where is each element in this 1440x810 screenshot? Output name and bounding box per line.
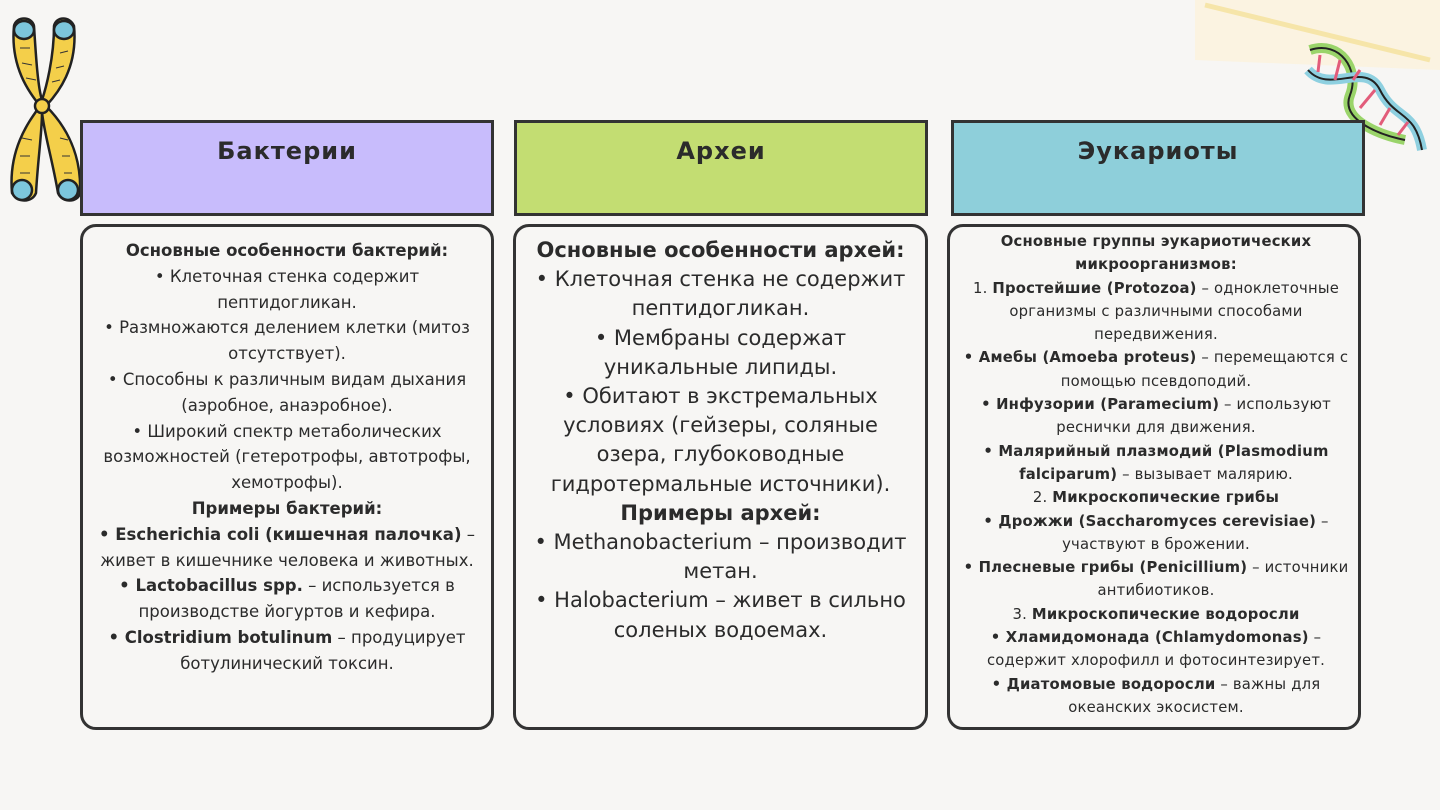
- line-text: – живет в кишечнике человека и животных.: [100, 524, 475, 570]
- text-line: • Мембраны содержат уникальные липиды.: [528, 324, 913, 382]
- line-number: 3.: [1012, 605, 1032, 623]
- line-text: • Широкий спектр метаболических возможно…: [103, 421, 471, 493]
- line-bold: Микроскопические грибы: [1052, 489, 1280, 507]
- line-bold: Примеры бактерий:: [191, 498, 383, 518]
- bacteria-text: Основные особенности бактерий: • Клеточна…: [96, 238, 478, 677]
- text-line: • Малярийный плазмодий (Plasmodium falci…: [952, 440, 1360, 487]
- line-bold: • Амебы (Amoeba proteus): [963, 349, 1197, 367]
- text-line: • Clostridium botulinum – продуцирует бо…: [96, 625, 478, 677]
- column-title: Эукариоты: [1077, 137, 1239, 165]
- text-line: 1. Простейшие (Protozoa) – одноклеточные…: [952, 277, 1360, 347]
- column-header-bacteria: Бактерии: [80, 120, 494, 216]
- archaea-text: Основные особенности архей: • Клеточная с…: [528, 236, 913, 645]
- line-bold: Основные особенности архей:: [536, 238, 905, 262]
- archaea-card: [513, 224, 928, 730]
- text-line: 2. Микроскопические грибы: [952, 486, 1360, 509]
- line-bold: • Хламидомонада (Chlamydomonas): [990, 629, 1309, 647]
- text-line: Примеры архей:: [528, 499, 913, 528]
- line-bold: • Плесневые грибы (Penicillium): [963, 559, 1248, 577]
- text-line: Основные группы эукариотических микроорг…: [952, 230, 1360, 277]
- text-line: • Амебы (Amoeba proteus) – перемещаются …: [952, 346, 1360, 393]
- line-text: – используют реснички для движения.: [1056, 396, 1331, 437]
- line-bold: • Escherichia coli (кишечная палочка): [98, 524, 462, 544]
- line-bold: Основные группы эукариотических микроорг…: [1000, 233, 1312, 274]
- line-text: • Клеточная стенка не содержит пептидогл…: [535, 267, 906, 321]
- text-line: • Methanobacterium – производит метан.: [528, 528, 913, 586]
- line-text: – участвуют в брожении.: [1062, 512, 1329, 553]
- line-text: – одноклеточные организмы с различными с…: [1009, 279, 1339, 344]
- text-line: • Клеточная стенка не содержит пептидогл…: [528, 265, 913, 323]
- text-line: • Широкий спектр метаболических возможно…: [96, 419, 478, 496]
- line-bold: • Диатомовые водоросли: [991, 675, 1216, 693]
- text-line: • Lactobacillus spp. – используется в пр…: [96, 573, 478, 625]
- line-bold: • Lactobacillus spp.: [119, 576, 303, 596]
- line-text: – продуцирует ботулинический токсин.: [180, 627, 466, 673]
- text-line: • Хламидомонада (Chlamydomonas) – содерж…: [952, 626, 1360, 673]
- line-text: – перемещаются с помощью псевдоподий.: [1060, 349, 1349, 390]
- column-header-archaea: Археи: [514, 120, 928, 216]
- line-text: – используется в производстве йогуртов и…: [138, 576, 455, 622]
- line-bold: Основные особенности бактерий:: [125, 241, 449, 260]
- text-line: Основные особенности бактерий:: [96, 238, 478, 264]
- text-line: • Способны к различным видам дыхания (аэ…: [96, 367, 478, 419]
- line-text: – вызывает малярию.: [1117, 465, 1293, 483]
- bacteria-card: [80, 224, 494, 730]
- dna-helix-icon: [1195, 0, 1440, 152]
- text-line: • Дрожжи (Saccharomyces cerevisiae) – уч…: [952, 510, 1360, 557]
- column-header-eukaryotes: Эукариоты: [951, 120, 1365, 216]
- line-text: • Мембраны содержат уникальные липиды.: [594, 325, 847, 379]
- line-number: 1.: [972, 279, 993, 297]
- text-line: Основные особенности архей:: [528, 236, 913, 265]
- text-line: • Инфузории (Paramecium) – используют ре…: [952, 393, 1360, 440]
- column-title: Археи: [676, 137, 766, 165]
- text-line: • Halobacterium – живет в сильно соленых…: [528, 586, 913, 644]
- line-text: – источники антибиотиков.: [1097, 559, 1349, 600]
- line-text: • Methanobacterium – производит метан.: [534, 530, 907, 584]
- line-bold: • Малярийный плазмодий (Plasmodium falci…: [983, 442, 1329, 483]
- line-text: • Halobacterium – живет в сильно соленых…: [535, 588, 906, 642]
- line-bold: • Дрожжи (Saccharomyces cerevisiae): [983, 512, 1317, 530]
- line-bold: Микроскопические водоросли: [1031, 605, 1300, 623]
- text-line: • Плесневые грибы (Penicillium) – источн…: [952, 556, 1360, 603]
- text-line: • Размножаются делением клетки (митоз от…: [96, 315, 478, 367]
- line-text: – важны для океанских экосистем.: [1068, 675, 1321, 716]
- line-bold: • Clostridium botulinum: [108, 627, 333, 647]
- text-line: • Обитают в экстремальных условиях (гейз…: [528, 382, 913, 499]
- line-text: • Способны к различным видам дыхания (аэ…: [107, 369, 467, 415]
- text-line: • Клеточная стенка содержит пептидоглика…: [96, 264, 478, 316]
- line-text: • Обитают в экстремальных условиях (гейз…: [550, 384, 891, 496]
- line-bold: Примеры архей:: [620, 500, 821, 525]
- text-line: Примеры бактерий:: [96, 496, 478, 522]
- column-title: Бактерии: [217, 137, 357, 165]
- line-text: • Размножаются делением клетки (митоз от…: [104, 318, 470, 364]
- line-text: • Клеточная стенка содержит пептидоглика…: [154, 266, 420, 312]
- text-line: 3. Микроскопические водоросли: [952, 603, 1360, 626]
- chromosome-icon: [10, 17, 82, 202]
- line-text: – содержит хлорофилл и фотосинтезирует.: [986, 629, 1326, 670]
- eukaryotes-card: [947, 224, 1361, 730]
- text-line: • Escherichia coli (кишечная палочка) – …: [96, 522, 478, 574]
- eukaryotes-text: Основные группы эукариотических микроорг…: [952, 230, 1360, 719]
- line-bold: Простейшие (Protozoa): [992, 279, 1197, 297]
- line-bold: • Инфузории (Paramecium): [981, 396, 1220, 414]
- line-number: 2.: [1032, 489, 1053, 507]
- text-line: • Диатомовые водоросли – важны для океан…: [952, 673, 1360, 720]
